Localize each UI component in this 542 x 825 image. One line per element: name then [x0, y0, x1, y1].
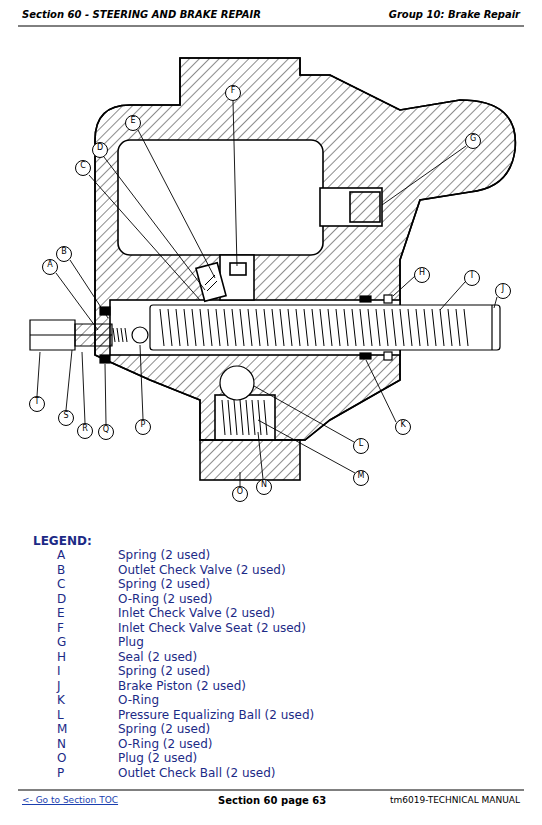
- callout-letter: J: [495, 283, 511, 299]
- callout-letter: H: [414, 267, 430, 283]
- legend-description: O-Ring: [118, 693, 159, 707]
- legend-letter: I: [57, 664, 61, 678]
- legend-letter: P: [57, 766, 64, 780]
- legend-letter: A: [57, 548, 65, 562]
- callout-letter: G: [465, 133, 481, 149]
- legend-description: Outlet Check Ball (2 used): [118, 766, 275, 780]
- legend-letter: H: [57, 650, 66, 664]
- leader-lines: [37, 101, 497, 486]
- callout-letter: S: [58, 410, 74, 426]
- legend-letter: L: [57, 708, 64, 722]
- legend-letter: C: [57, 577, 65, 591]
- callout-letter: K: [395, 419, 411, 435]
- legend-description: Spring (2 used): [118, 664, 210, 678]
- legend-letter: B: [57, 563, 65, 577]
- footer-rule: [18, 790, 524, 791]
- legend-description: Seal (2 used): [118, 650, 197, 664]
- section-header: Section 60 - STEERING AND BRAKE REPAIR: [22, 9, 261, 20]
- legend-description: Outlet Check Valve (2 used): [118, 563, 286, 577]
- legend-description: Inlet Check Valve (2 used): [118, 606, 275, 620]
- legend-letter: M: [57, 722, 67, 736]
- callout-letter: M: [353, 470, 369, 486]
- callout-letter: A: [42, 259, 58, 275]
- callout-letter: R: [77, 423, 93, 439]
- housing: [95, 58, 515, 480]
- manual-id: tm6019-TECHNICAL MANUAL: [390, 795, 520, 805]
- legend-description: Plug (2 used): [118, 751, 197, 765]
- legend-description: Inlet Check Valve Seat (2 used): [118, 621, 306, 635]
- callout-letter: P: [135, 419, 151, 435]
- callout-letter: T: [29, 396, 45, 412]
- legend-letter: D: [57, 592, 66, 606]
- group-header: Group 10: Brake Repair: [389, 9, 520, 20]
- legend-letter: E: [57, 606, 65, 620]
- inner-parts: [30, 295, 500, 400]
- legend-letter: F: [57, 621, 64, 635]
- legend-heading: LEGEND:: [33, 534, 92, 548]
- legend-description: O-Ring (2 used): [118, 592, 213, 606]
- callout-letter: Q: [98, 424, 114, 440]
- legend-letter: N: [57, 737, 66, 751]
- legend-description: Plug: [118, 635, 144, 649]
- callout-letter: D: [92, 142, 108, 158]
- callout-letter: F: [225, 85, 241, 101]
- legend-letter: G: [57, 635, 66, 649]
- legend-description: Spring (2 used): [118, 548, 210, 562]
- callout-letter: B: [56, 246, 72, 262]
- callout-letter: N: [256, 479, 272, 495]
- legend-letter: K: [57, 693, 65, 707]
- legend-description: Spring (2 used): [118, 577, 210, 591]
- header-rule: [18, 26, 524, 27]
- callout-letter: I: [464, 270, 480, 286]
- callout-letter: L: [353, 438, 369, 454]
- toc-link: <- Go to Section TOC: [22, 795, 118, 805]
- legend-description: Brake Piston (2 used): [118, 679, 246, 693]
- page-number: Section 60 page 63: [218, 795, 326, 806]
- callout-letter: C: [75, 160, 91, 176]
- legend-description: Pressure Equalizing Ball (2 used): [118, 708, 314, 722]
- legend-description: O-Ring (2 used): [118, 737, 213, 751]
- spring-coils: [113, 275, 468, 435]
- legend-letter: J: [57, 679, 61, 693]
- legend-description: Spring (2 used): [118, 722, 210, 736]
- callout-letter: E: [125, 115, 141, 131]
- legend-letter: O: [57, 751, 66, 765]
- callout-letter: O: [232, 486, 248, 502]
